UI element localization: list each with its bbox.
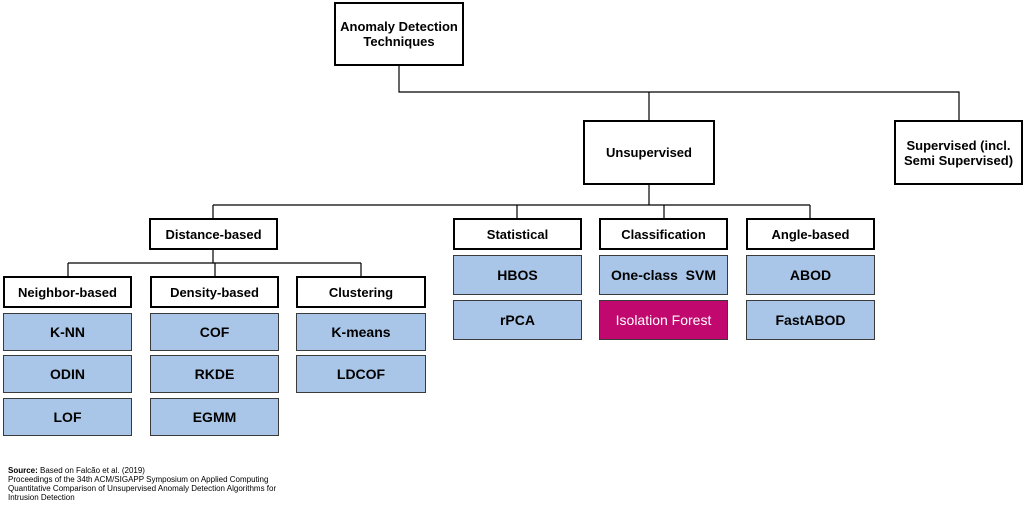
method-rkde: RKDE	[150, 355, 279, 393]
method-lof: LOF	[3, 398, 132, 436]
distance-based-node: Distance-based	[149, 218, 278, 250]
root-node: Anomaly Detection Techniques	[334, 2, 464, 66]
source-note: Source: Based on Falcão et al. (2019) Pr…	[8, 466, 276, 502]
method-abod: ABOD	[746, 255, 875, 295]
method-odin: ODIN	[3, 355, 132, 393]
method-rpca: rPCA	[453, 300, 582, 340]
method-kmeans: K-means	[296, 313, 426, 351]
method-one-class-svm: One-class SVM	[599, 255, 728, 295]
angle-based-node: Angle-based	[746, 218, 875, 250]
method-ldcof: LDCOF	[296, 355, 426, 393]
density-based-node: Density-based	[150, 276, 279, 308]
connector-distance	[67, 250, 362, 276]
supervised-node: Supervised (incl. Semi Supervised)	[894, 120, 1023, 185]
method-cof: COF	[150, 313, 279, 351]
clustering-node: Clustering	[296, 276, 426, 308]
method-egmm: EGMM	[150, 398, 279, 436]
statistical-node: Statistical	[453, 218, 582, 250]
source-line-4: Intrusion Detection	[8, 493, 75, 502]
source-line-2: Proceedings of the 34th ACM/SIGAPP Sympo…	[8, 475, 269, 484]
source-line-3: Quantitative Comparison of Unsupervised …	[8, 484, 277, 493]
connector-root	[398, 66, 960, 120]
neighbor-based-node: Neighbor-based	[3, 276, 132, 308]
method-knn: K-NN	[3, 313, 132, 351]
source-label: Source:	[8, 466, 38, 475]
method-hbos: HBOS	[453, 255, 582, 295]
method-fastabod: FastABOD	[746, 300, 875, 340]
classification-node: Classification	[599, 218, 728, 250]
source-line-1: Based on Falcão et al. (2019)	[37, 466, 145, 475]
unsupervised-node: Unsupervised	[583, 120, 715, 185]
method-isolation-forest: Isolation Forest	[599, 300, 728, 340]
connector-unsupervised	[212, 185, 811, 218]
